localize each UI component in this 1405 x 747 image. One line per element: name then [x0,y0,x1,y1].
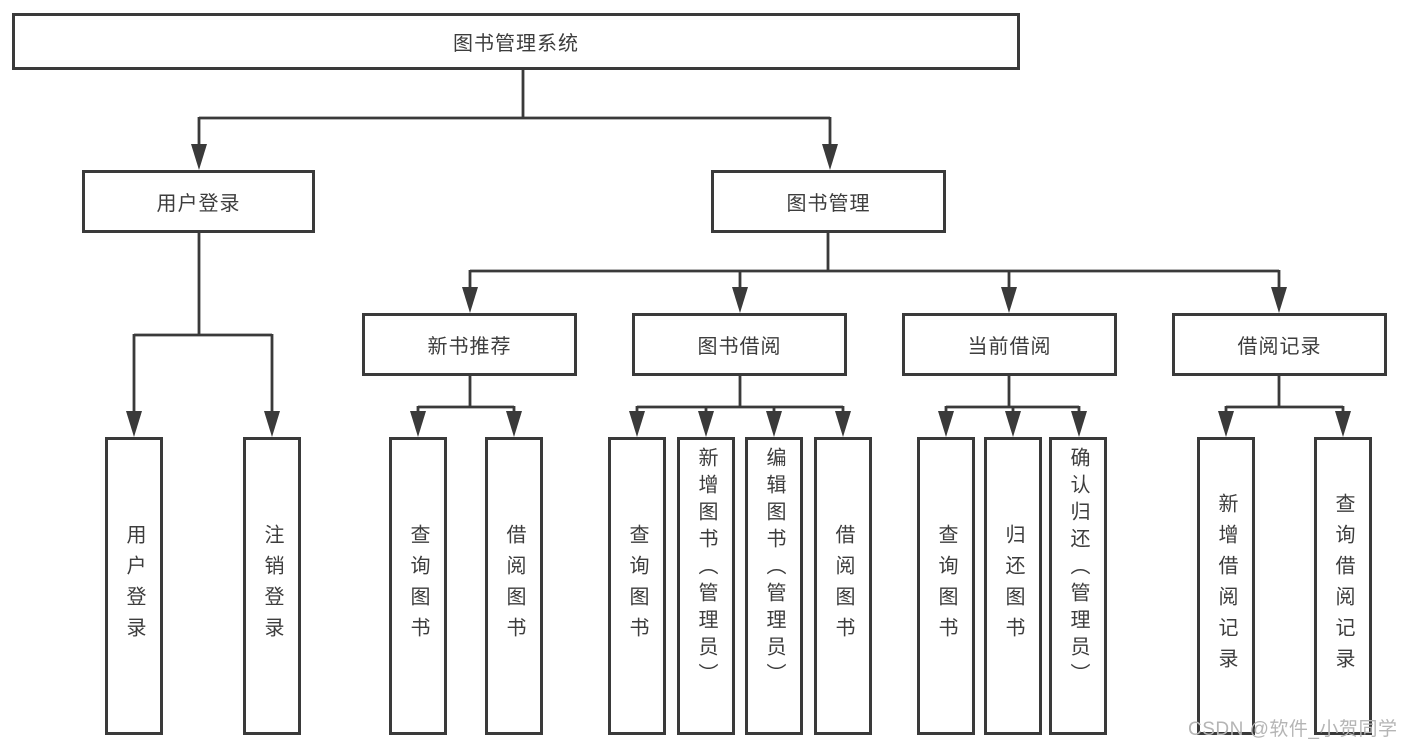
watermark: CSDN @软件_小贺同学 [1188,719,1398,740]
node-new-book-recommend: 新书推荐 [362,313,577,376]
leaf-user-login-label: 用户登录 [123,524,145,648]
leaf-current-query-book: 查询图书 [917,437,975,735]
leaf-logout-label: 注销登录 [261,524,283,648]
node-book-management: 图书管理 [711,170,946,233]
leaf-newbook-query-book: 查询图书 [389,437,447,735]
leaf-records-query-record: 查询借阅记录 [1314,437,1372,735]
leaf-current-return-book: 归还图书 [984,437,1042,735]
leaf-borrow-borrow-book-label: 借阅图书 [832,524,854,648]
leaf-borrow-borrow-book: 借阅图书 [814,437,872,735]
leaf-logout: 注销登录 [243,437,301,735]
leaf-borrow-edit-book-admin-label: 编辑图书（管理员） [763,447,785,690]
node-user-login-label: 用户登录 [156,193,241,215]
node-root: 图书管理系统 [12,13,1020,70]
leaf-newbook-query-book-label: 查询图书 [407,524,429,648]
leaf-borrow-edit-book-admin: 编辑图书（管理员） [745,437,803,735]
node-book-borrow-label: 图书借阅 [697,336,782,358]
leaf-current-confirm-return-admin-label: 确认归还（管理员） [1067,447,1089,690]
node-current-borrow: 当前借阅 [902,313,1117,376]
leaf-current-query-book-label: 查询图书 [935,524,957,648]
leaf-current-return-book-label: 归还图书 [1002,524,1024,648]
leaf-newbook-borrow-book: 借阅图书 [485,437,543,735]
leaf-records-query-record-label: 查询借阅记录 [1332,493,1354,679]
leaf-borrow-query-book-label: 查询图书 [626,524,648,648]
node-current-borrow-label: 当前借阅 [967,336,1052,358]
leaf-user-login: 用户登录 [105,437,163,735]
leaf-borrow-query-book: 查询图书 [608,437,666,735]
leaf-records-add-record-label: 新增借阅记录 [1215,493,1237,679]
leaf-borrow-add-book-admin-label: 新增图书（管理员） [695,447,717,690]
node-book-management-label: 图书管理 [786,193,871,215]
node-root-label: 图书管理系统 [453,33,579,55]
node-borrow-records-label: 借阅记录 [1237,336,1322,358]
leaf-newbook-borrow-book-label: 借阅图书 [503,524,525,648]
node-borrow-records: 借阅记录 [1172,313,1387,376]
leaf-borrow-add-book-admin: 新增图书（管理员） [677,437,735,735]
leaf-records-add-record: 新增借阅记录 [1197,437,1255,735]
node-book-borrow: 图书借阅 [632,313,847,376]
node-new-book-recommend-label: 新书推荐 [427,336,512,358]
leaf-current-confirm-return-admin: 确认归还（管理员） [1049,437,1107,735]
node-user-login: 用户登录 [82,170,315,233]
